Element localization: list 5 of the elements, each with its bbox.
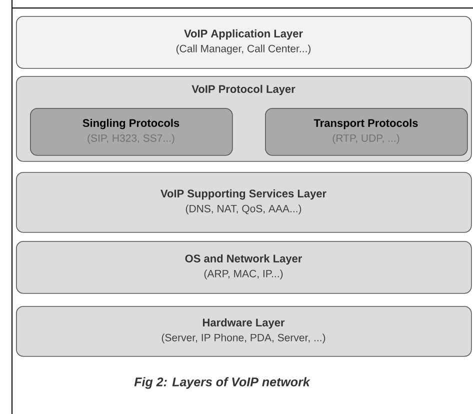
layer-box: VoIP Application Layer (Call Manager, Call Center...)	[16, 16, 472, 69]
layer-box: Hardware Layer (Server, IP Phone, PDA, Server, ...)	[16, 306, 472, 357]
layer-box: OS and Network Layer (ARP, MAC, IP...)	[16, 241, 472, 294]
caption: Fig 2: Layers of VoIP network	[134, 377, 310, 389]
layer-box: VoIP Supporting Services Layer (DNS, NAT, QoS, AAA...)	[16, 172, 472, 233]
